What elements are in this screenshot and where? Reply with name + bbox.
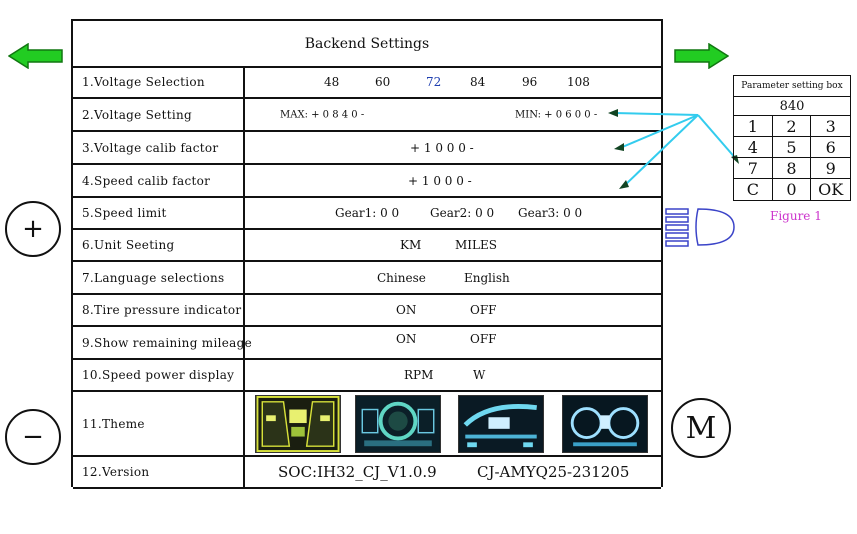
tire-pressure-off[interactable]: OFF xyxy=(470,303,497,317)
settings-table: Backend Settings 1.Voltage Selection 48 … xyxy=(71,19,663,489)
mode-button-label: M xyxy=(685,410,717,446)
row-label: 4.Speed calib factor xyxy=(73,165,245,196)
row-version: 12.Version SOC:IH32_CJ_V1.0.9 CJ-AMYQ25-… xyxy=(73,457,661,489)
mileage-on[interactable]: ON xyxy=(396,332,417,347)
gear1-limit[interactable]: Gear1: 0 0 xyxy=(335,206,400,220)
voltage-option-108[interactable]: 108 xyxy=(567,74,590,89)
param-box-header: Parameter setting box xyxy=(734,76,850,97)
key-6[interactable]: 6 xyxy=(811,137,850,158)
key-9[interactable]: 9 xyxy=(811,158,850,179)
headlight-icon xyxy=(665,208,735,247)
key-4[interactable]: 4 xyxy=(734,137,773,158)
unit-option-miles[interactable]: MILES xyxy=(455,238,497,252)
mileage-off[interactable]: OFF xyxy=(470,332,497,347)
display-option-rpm[interactable]: RPM xyxy=(404,368,434,382)
key-8[interactable]: 8 xyxy=(772,158,812,179)
display-option-w[interactable]: W xyxy=(473,368,486,382)
row-language: 7.Language selections Chinese English xyxy=(73,262,661,295)
keypad: 1 2 3 4 5 6 7 8 9 C 0 OK xyxy=(734,116,850,200)
row-label: 5.Speed limit xyxy=(73,198,245,228)
row-label: 10.Speed power display xyxy=(73,360,245,390)
parameter-setting-box: Parameter setting box 840 1 2 3 4 5 6 7 … xyxy=(733,75,851,201)
voltage-option-60[interactable]: 60 xyxy=(375,74,391,89)
row-voltage-setting: 2.Voltage Setting MAX: + 0 8 4 0 - MIN: … xyxy=(73,99,661,132)
key-3[interactable]: 3 xyxy=(811,116,850,137)
voltage-option-48[interactable]: 48 xyxy=(324,74,340,89)
theme-thumbnail-1[interactable] xyxy=(255,395,341,453)
row-label: 6.Unit Seeting xyxy=(73,230,245,260)
row-remaining-mileage: 9.Show remaining mileage ON OFF xyxy=(73,327,661,360)
row-label: 7.Language selections xyxy=(73,262,245,293)
key-0[interactable]: 0 xyxy=(773,179,812,200)
key-5[interactable]: 5 xyxy=(772,137,812,158)
build-version: CJ-AMYQ25-231205 xyxy=(477,463,630,481)
key-1[interactable]: 1 xyxy=(734,116,773,137)
figure-caption: Figure 1 xyxy=(770,209,822,223)
plus-button[interactable]: + xyxy=(5,201,61,257)
row-speed-limit: 5.Speed limit Gear1: 0 0 Gear2: 0 0 Gear… xyxy=(73,198,661,230)
key-clear[interactable]: C xyxy=(734,179,773,200)
key-ok[interactable]: OK xyxy=(818,180,844,199)
key-7[interactable]: 7 xyxy=(734,158,773,179)
minus-icon: − xyxy=(22,422,44,452)
row-label: 11.Theme xyxy=(73,392,245,455)
voltage-option-72[interactable]: 72 xyxy=(426,74,442,89)
row-speed-calib: 4.Speed calib factor + 1 0 0 0 - xyxy=(73,165,661,198)
voltage-min-stepper[interactable]: MIN: + 0 6 0 0 - xyxy=(515,109,598,120)
voltage-option-96[interactable]: 96 xyxy=(522,74,538,89)
page-title: Backend Settings xyxy=(73,21,661,68)
row-label: 1.Voltage Selection xyxy=(73,66,245,97)
theme-thumbnail-3[interactable] xyxy=(458,395,544,453)
mode-button[interactable]: M xyxy=(671,398,731,458)
voltage-option-84[interactable]: 84 xyxy=(470,74,486,89)
plus-icon: + xyxy=(22,214,44,244)
theme-thumbnail-4[interactable] xyxy=(562,395,648,453)
param-box-display: 840 xyxy=(734,97,850,116)
pointer-lines xyxy=(608,109,739,189)
right-arrow-icon[interactable] xyxy=(673,43,729,69)
speed-calib-stepper[interactable]: + 1 0 0 0 - xyxy=(408,173,472,188)
row-theme: 11.Theme xyxy=(73,392,661,457)
minus-button[interactable]: − xyxy=(5,409,61,465)
row-speed-power-display: 10.Speed power display RPM W xyxy=(73,360,661,392)
language-option-chinese[interactable]: Chinese xyxy=(377,270,426,285)
voltage-max-stepper[interactable]: MAX: + 0 8 4 0 - xyxy=(280,109,365,120)
tire-pressure-on[interactable]: ON xyxy=(396,303,417,317)
row-tire-pressure: 8.Tire pressure indicator ON OFF xyxy=(73,295,661,327)
soc-version: SOC:IH32_CJ_V1.0.9 xyxy=(278,463,437,481)
gear2-limit[interactable]: Gear2: 0 0 xyxy=(430,206,495,220)
language-option-english[interactable]: English xyxy=(464,270,510,285)
row-label: 8.Tire pressure indicator xyxy=(73,295,245,325)
gear3-limit[interactable]: Gear3: 0 0 xyxy=(518,206,583,220)
row-voltage-selection: 1.Voltage Selection 48 60 72 84 96 108 xyxy=(73,66,661,99)
row-label: 3.Voltage calib factor xyxy=(73,132,245,163)
voltage-calib-stepper[interactable]: + 1 0 0 0 - xyxy=(410,140,474,155)
row-unit-setting: 6.Unit Seeting KM MILES xyxy=(73,230,661,262)
row-label: 12.Version xyxy=(73,457,245,487)
unit-option-km[interactable]: KM xyxy=(400,238,422,252)
row-label: 2.Voltage Setting xyxy=(73,99,245,130)
row-label: 9.Show remaining mileage xyxy=(73,327,252,358)
theme-thumbnail-2[interactable] xyxy=(355,395,441,453)
row-voltage-calib: 3.Voltage calib factor + 1 0 0 0 - xyxy=(73,132,661,165)
key-2[interactable]: 2 xyxy=(772,116,812,137)
left-arrow-icon[interactable] xyxy=(8,43,64,69)
